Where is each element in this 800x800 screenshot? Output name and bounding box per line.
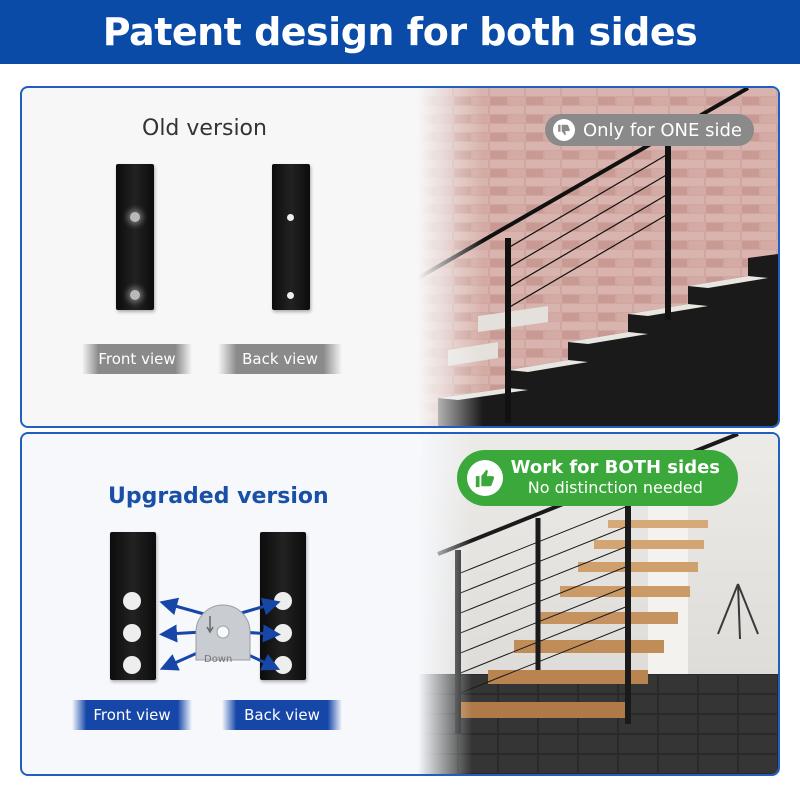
both-sides-badge-title: Work for BOTH sides bbox=[510, 457, 720, 478]
bracket-hole bbox=[130, 290, 140, 300]
old-version-panel: Old version Front view Back view bbox=[20, 86, 780, 428]
thumbs-up-icon bbox=[466, 460, 503, 496]
bracket-hole bbox=[123, 624, 141, 642]
bracket-hole bbox=[123, 656, 141, 674]
gauge-direction-text: Down bbox=[204, 654, 233, 665]
new-back-view-label: Back view bbox=[222, 700, 342, 730]
bracket-hole bbox=[287, 292, 294, 299]
one-side-badge: Only for ONE side bbox=[544, 114, 754, 146]
both-sides-badge-subtitle: No distinction needed bbox=[527, 478, 703, 497]
both-sides-badge: Work for BOTH sides No distinction neede… bbox=[456, 450, 738, 506]
new-front-bracket bbox=[110, 532, 156, 680]
old-back-bracket bbox=[272, 164, 310, 310]
one-side-badge-text: Only for ONE side bbox=[582, 119, 742, 141]
old-front-view-label: Front view bbox=[82, 344, 192, 374]
spacing-gauge-icon bbox=[195, 604, 251, 661]
bracket-hole bbox=[130, 212, 140, 222]
thumbs-down-icon bbox=[552, 119, 575, 141]
bracket-hole bbox=[123, 592, 141, 610]
old-staircase-scene: Only for ONE side bbox=[418, 88, 778, 426]
old-back-view-label: Back view bbox=[218, 344, 342, 374]
old-front-bracket bbox=[116, 164, 154, 310]
new-front-view-label: Front view bbox=[72, 700, 192, 730]
old-version-title: Old version bbox=[142, 116, 267, 141]
new-staircase-scene: Work for BOTH sides No distinction neede… bbox=[418, 434, 778, 774]
banner-title: Patent design for both sides bbox=[0, 0, 800, 64]
bracket-hole bbox=[287, 214, 294, 221]
upgraded-version-panel: Upgraded version Down Front v bbox=[20, 432, 780, 776]
upgraded-version-title: Upgraded version bbox=[108, 484, 329, 509]
